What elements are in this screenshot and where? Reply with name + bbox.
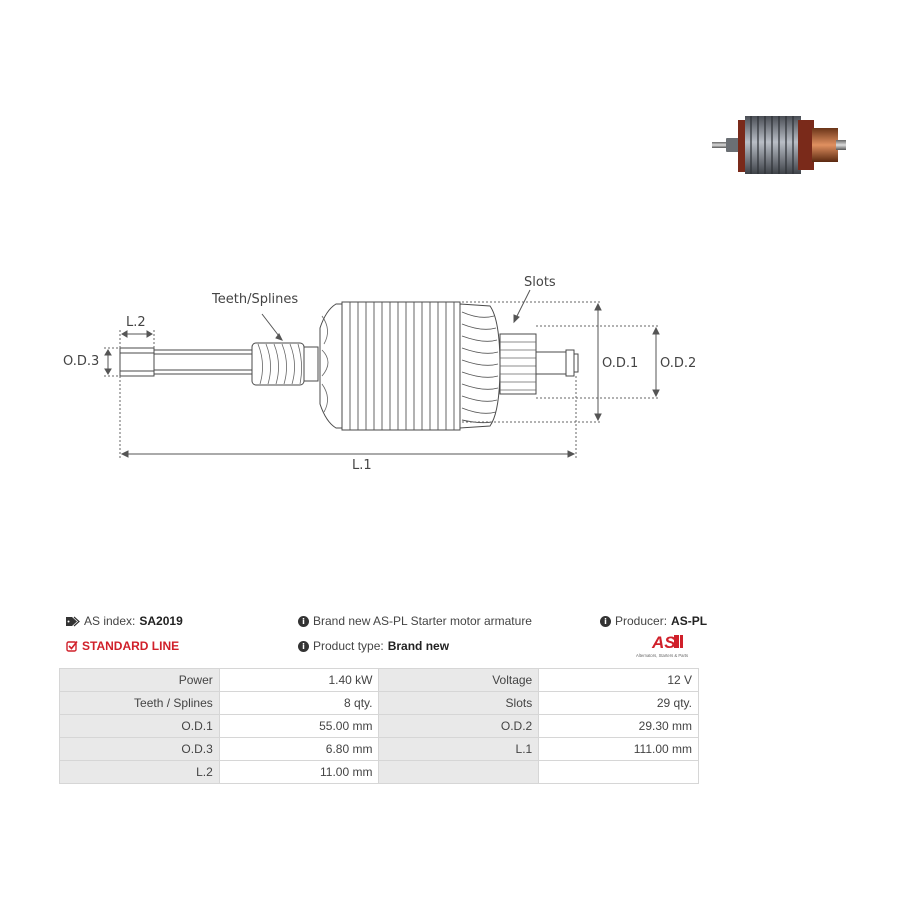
producer-value: AS-PL (671, 614, 708, 628)
spec-label: Slots (378, 691, 540, 715)
logo-tagline: Alternators, Starters & Parts (636, 653, 688, 658)
spec-value: 6.80 mm (218, 737, 380, 761)
product-photo (712, 116, 846, 174)
spec-label: Voltage (378, 668, 540, 692)
as-index: AS index: SA2019 (66, 614, 183, 628)
slots-label: Slots (524, 275, 556, 290)
od2-label: O.D.2 (660, 356, 697, 371)
od1-label: O.D.1 (602, 356, 639, 371)
info-icon: i (298, 615, 309, 627)
logo-text: AS (651, 633, 676, 652)
spec-value: 29 qty. (538, 691, 699, 715)
spec-label: Teeth / Splines (59, 691, 220, 715)
spec-label: O.D.3 (59, 737, 220, 761)
product-info: AS index: SA2019 STANDARD LINE i Brand n… (60, 610, 707, 660)
spec-label: O.D.2 (378, 714, 540, 738)
spec-value: 29.30 mm (538, 714, 699, 738)
product-type-value: Brand new (387, 639, 450, 653)
info-icon: i (298, 640, 309, 652)
spec-value: 8 qty. (218, 691, 380, 715)
product-type: i Product type: Brand new (298, 639, 449, 653)
standard-line-text: STANDARD LINE (82, 639, 180, 653)
as-index-label: AS index: (84, 614, 136, 628)
standard-line: STANDARD LINE (66, 639, 179, 653)
info-icon: i (600, 615, 611, 627)
spec-value (538, 760, 699, 784)
spec-label (378, 760, 540, 784)
as-pl-logo: AS Alternators, Starters & Parts (636, 633, 688, 658)
producer: i Producer: AS-PL (600, 614, 707, 628)
description-text: Brand new AS-PL Starter motor armature (313, 614, 532, 628)
l2-label: L.2 (126, 315, 146, 330)
spec-label: L.2 (59, 760, 220, 784)
spec-value: 11.00 mm (218, 760, 380, 784)
armature-outline (104, 289, 660, 458)
producer-label: Producer: (615, 614, 668, 628)
armature-drawing: Teeth/Splines Slots L.2 O.D.3 O.D.1 O.D.… (0, 250, 900, 490)
product-type-label: Product type: (313, 639, 384, 653)
as-index-value: SA2019 (139, 614, 183, 628)
spec-value: 1.40 kW (218, 668, 380, 692)
l1-label: L.1 (352, 458, 372, 473)
tag-icon (66, 616, 80, 627)
teeth-splines-label: Teeth/Splines (212, 292, 299, 307)
spec-label: L.1 (378, 737, 540, 761)
spec-value: 55.00 mm (218, 714, 380, 738)
spec-value: 111.00 mm (538, 737, 699, 761)
spec-label: Power (59, 668, 220, 692)
description: i Brand new AS-PL Starter motor armature (298, 614, 532, 628)
spec-label: O.D.1 (59, 714, 220, 738)
spec-value: 12 V (538, 668, 699, 692)
od3-label: O.D.3 (63, 354, 100, 369)
checkbox-icon (66, 640, 78, 652)
